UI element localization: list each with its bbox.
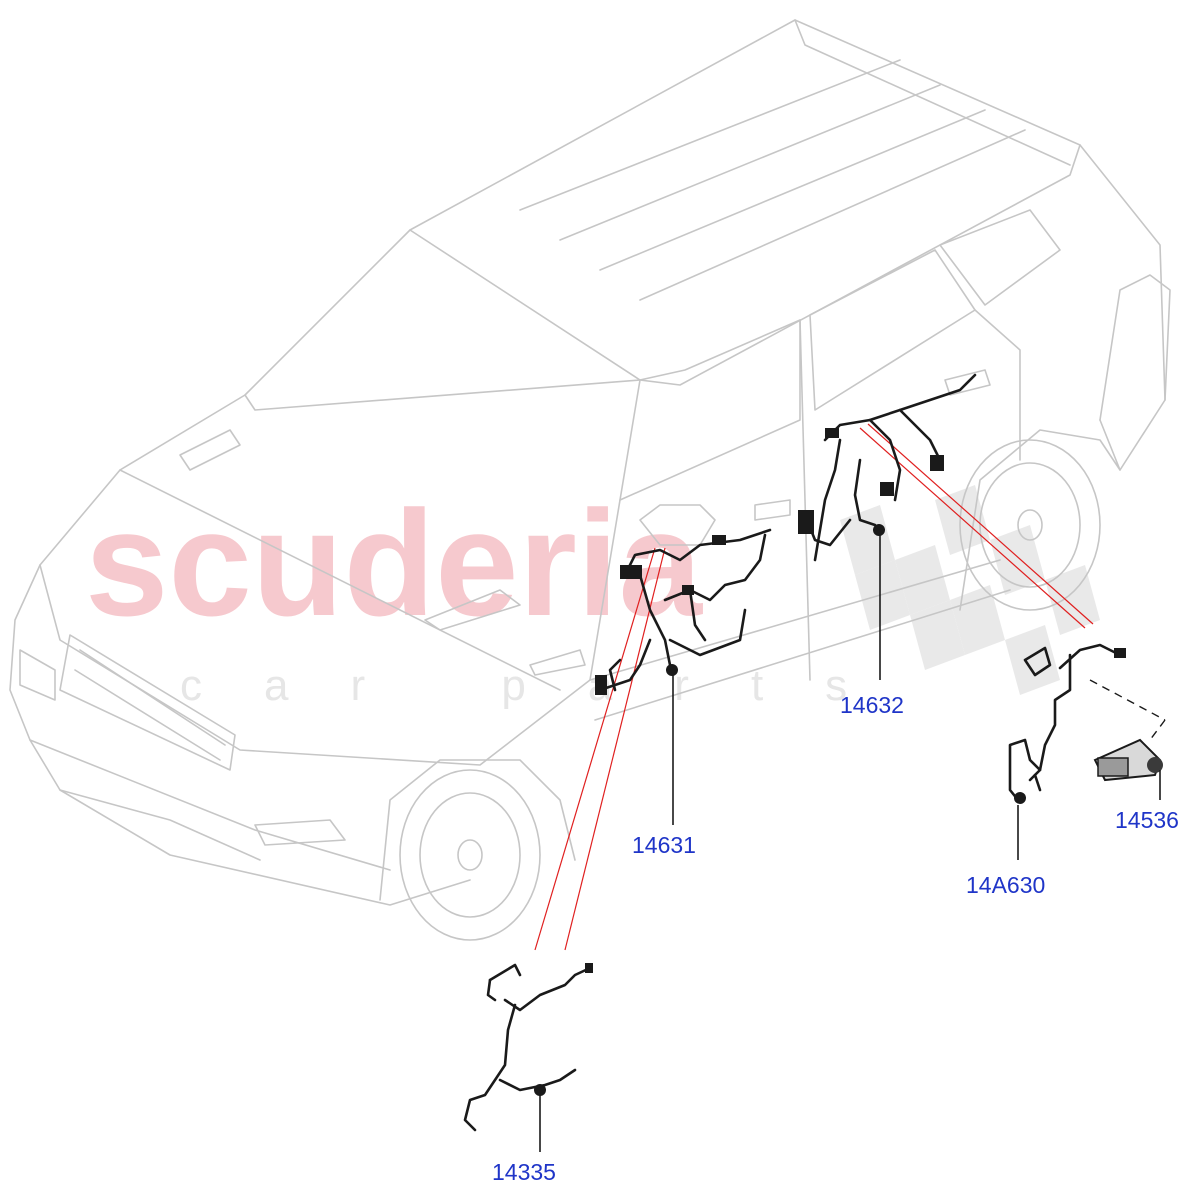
callout-14632: 14632: [840, 692, 904, 718]
front-door-harness-installed: [595, 528, 772, 695]
sensor-14536-detail: [1089, 679, 1166, 782]
callout-14A630: 14A630: [966, 872, 1045, 898]
harness-14A630-detail: [1008, 643, 1126, 804]
vehicle-outline: [9, 19, 1171, 941]
rear-door-harness-installed: [798, 373, 977, 562]
callout-14536: 14536: [1115, 807, 1179, 833]
callout-14631: 14631: [632, 832, 696, 858]
watermark-tagline: car parts: [180, 661, 909, 710]
watermark-brand: scuderia: [85, 479, 704, 647]
harness-14335-detail: [463, 963, 593, 1132]
callout-14335: 14335: [492, 1159, 556, 1185]
